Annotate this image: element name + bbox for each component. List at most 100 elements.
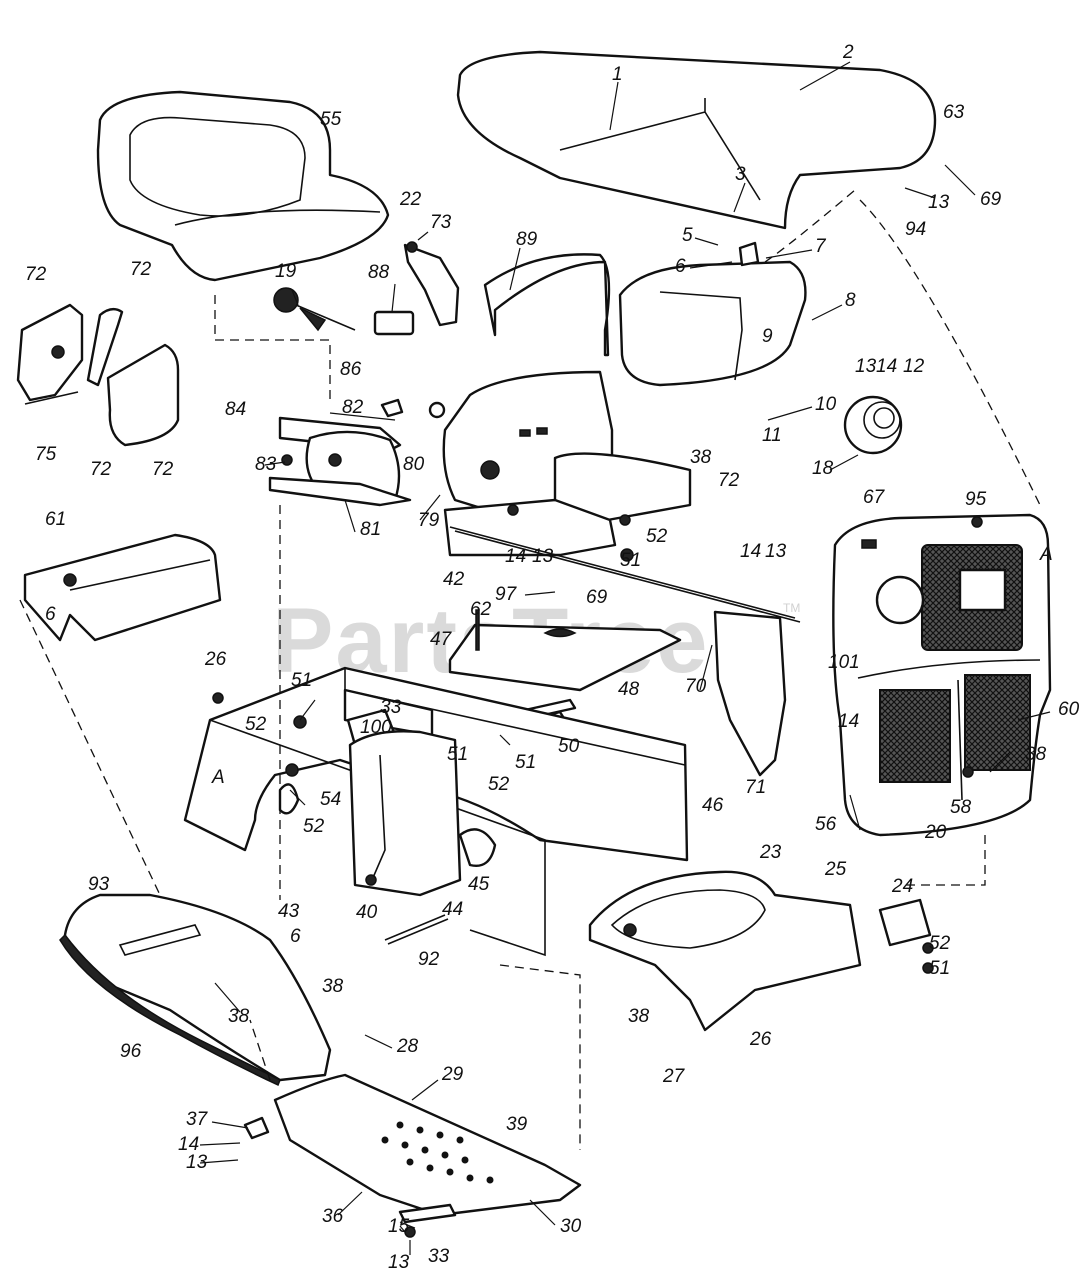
callout-label: 13 [532,546,554,567]
callout-label: 11 [762,425,782,446]
callout-label: 14 [876,356,897,377]
callout-label: 8 [845,290,856,311]
callout-label: 30 [560,1216,582,1237]
callout-label: 22 [399,189,422,210]
callout-label: 60 [1058,699,1080,720]
callout-label: 9 [762,326,773,347]
callout-label: 52 [488,774,510,795]
callout-label: 24 [891,876,913,897]
leader-lines [199,61,1051,1255]
callout-label: 39 [506,1114,528,1135]
callout-label: 75 [35,444,57,465]
callout-label: 51 [291,670,312,691]
callout-label: 50 [558,736,580,757]
callout-label: 94 [905,219,926,240]
callout-label: 23 [759,842,782,863]
callout-label: 7 [815,236,827,257]
callout-label: 96 [120,1041,142,1062]
callout-label: 38 [628,1006,650,1027]
callout-label: 14 [505,546,526,567]
callout-label: 42 [443,569,465,590]
callout-label: 81 [360,519,381,540]
callout-label: 15 [388,1216,410,1237]
switch-parts [273,241,460,336]
callout-label: 73 [430,212,452,233]
callout-label: 26 [204,649,227,670]
callout-label: 72 [25,264,47,285]
callout-label: 72 [718,470,740,491]
callout-label: 56 [815,814,837,835]
callout-label: 61 [45,509,66,530]
footrest-part [243,1073,582,1238]
grille-part [832,513,1052,837]
callout-label: 84 [225,399,246,420]
callout-label: 14 [838,711,859,732]
callout-label: 13 [928,192,950,213]
fuel-tank-part [618,241,807,387]
fender-part [59,893,332,1087]
callout-label: 14 [178,1134,199,1155]
callout-label: 3 [735,164,746,185]
callout-label: 14 [740,541,761,562]
callout-label: 52 [646,526,668,547]
callout-label: 13 [388,1252,410,1273]
callout-label: 13 [186,1152,208,1173]
callout-label: 46 [702,795,724,816]
callout-label: 52 [245,714,267,735]
callout-label: 95 [965,489,987,510]
callout-label: 72 [152,459,174,480]
bracket-plates-part [268,398,446,507]
alignment-lines [19,189,986,1150]
front-support-part [588,870,934,1032]
callout-label: 43 [278,901,300,922]
callout-label: 92 [418,949,440,970]
callout-label: 37 [186,1109,209,1130]
headlight-part [843,395,903,455]
callout-label: 48 [618,679,640,700]
hood-part [456,50,1041,506]
callout-label: 33 [428,1246,450,1267]
callout-label: 88 [368,262,390,283]
callout-label: 69 [980,189,1002,210]
callout-label: 27 [662,1066,686,1087]
callout-label: 54 [320,789,341,810]
callout-label: 51 [515,752,536,773]
callout-label: 58 [950,797,972,818]
callout-label: 100 [360,717,392,738]
callout-label: 72 [130,259,152,280]
callout-label: 25 [824,859,847,880]
callout-label: 5 [682,225,693,246]
callout-label: 52 [929,933,951,954]
callout-label: 97 [495,584,518,605]
callout-label: 36 [322,1206,344,1227]
callout-label: 69 [586,587,608,608]
callout-label: 13 [765,541,787,562]
callout-label: 29 [441,1064,464,1085]
callout-label: 72 [90,459,112,480]
callout-label: 26 [749,1029,772,1050]
callout-label: 33 [380,697,402,718]
callout-label: 38 [322,976,344,997]
callout-label: 28 [396,1036,419,1057]
callout-label: 1 [612,64,623,85]
callout-label: 51 [929,958,950,979]
lever-bracket-part [16,303,180,447]
callout-label: 71 [745,777,766,798]
callout-label: 6 [675,256,686,277]
callout-label: 40 [356,902,378,923]
battery-box-part [348,730,462,897]
callout-label: 45 [468,874,490,895]
callout-label: 82 [342,397,364,418]
callout-label: 93 [88,874,110,895]
callout-label: 51 [447,744,468,765]
callout-label: 55 [320,109,342,130]
callout-label: 19 [275,261,297,282]
callout-label: 51 [620,550,641,571]
watermark-trademark: TM [783,601,800,615]
callout-label: 101 [828,652,860,673]
callout-label: 38 [228,1006,250,1027]
callout-label: 86 [340,359,362,380]
dash-tower-part [442,253,692,557]
